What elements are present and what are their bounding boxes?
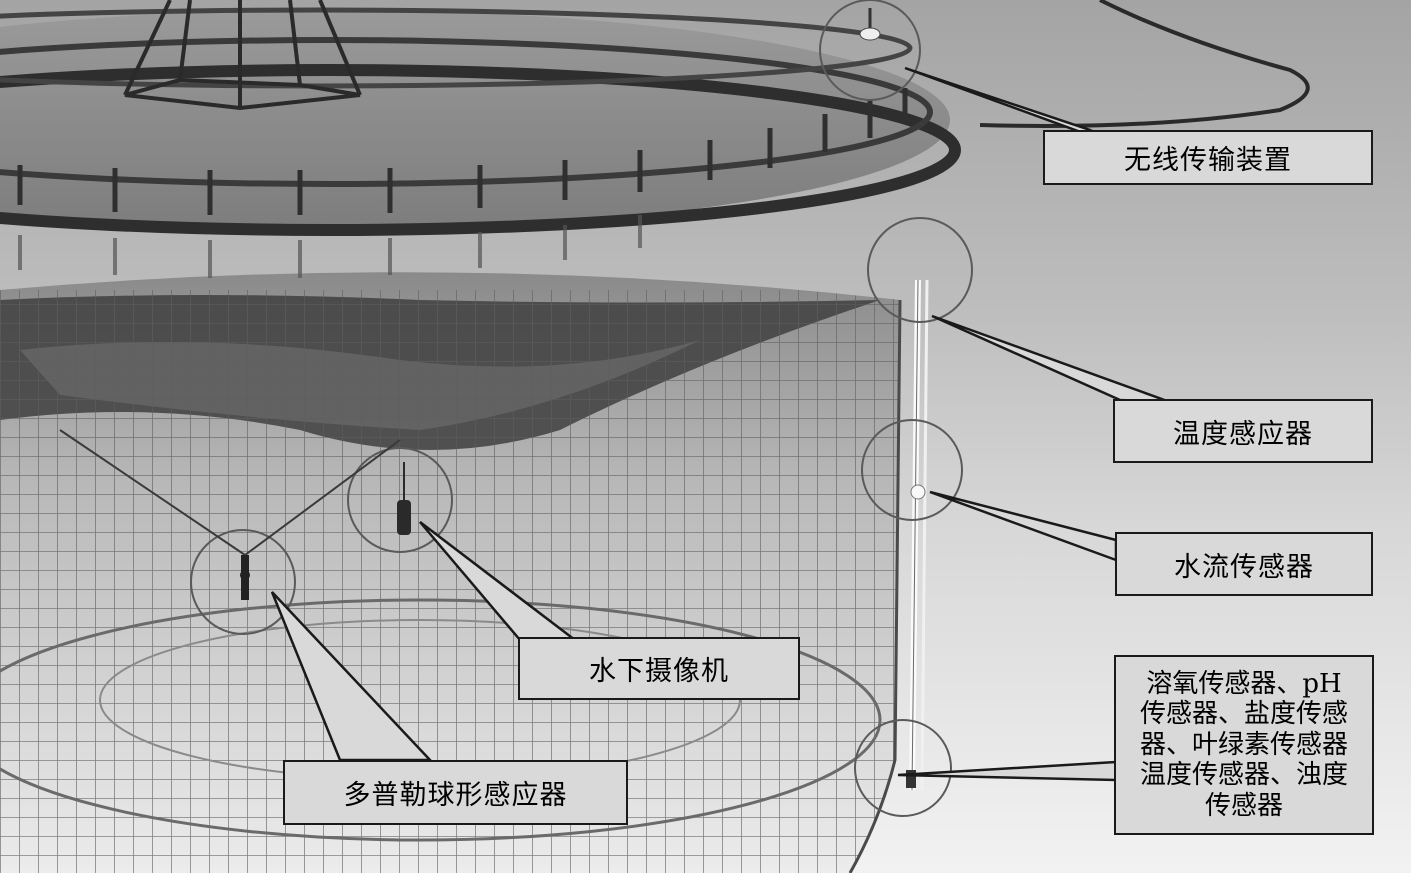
- callout-water-flow-sensor: 水流传感器: [1115, 532, 1373, 596]
- doppler-sensor-body: [240, 555, 250, 600]
- callout-line: 溶氧传感器、pH: [1146, 669, 1341, 700]
- callout-temperature-sensor: 温度感应器: [1113, 399, 1373, 463]
- callout-label: 多普勒球形感应器: [344, 773, 568, 812]
- callout-line: 传感器、盐度传感: [1140, 699, 1348, 730]
- callout-label: 无线传输装置: [1124, 138, 1292, 177]
- callout-label: 水下摄像机: [589, 649, 729, 688]
- callout-line: 器、叶绿素传感器: [1140, 730, 1348, 761]
- callout-doppler-sensor: 多普勒球形感应器: [283, 760, 628, 825]
- callout-wireless-transmission: 无线传输装置: [1043, 130, 1373, 185]
- callout-label: 水流传感器: [1174, 545, 1314, 584]
- callout-water-quality-sensors: 溶氧传感器、pH 传感器、盐度传感 器、叶绿素传感器 温度传感器、浊度 传感器: [1114, 655, 1374, 835]
- callout-line: 温度传感器、浊度: [1140, 760, 1348, 791]
- callout-underwater-camera: 水下摄像机: [518, 637, 800, 700]
- callout-label: 温度感应器: [1173, 412, 1313, 451]
- callout-line: 传感器: [1205, 791, 1283, 822]
